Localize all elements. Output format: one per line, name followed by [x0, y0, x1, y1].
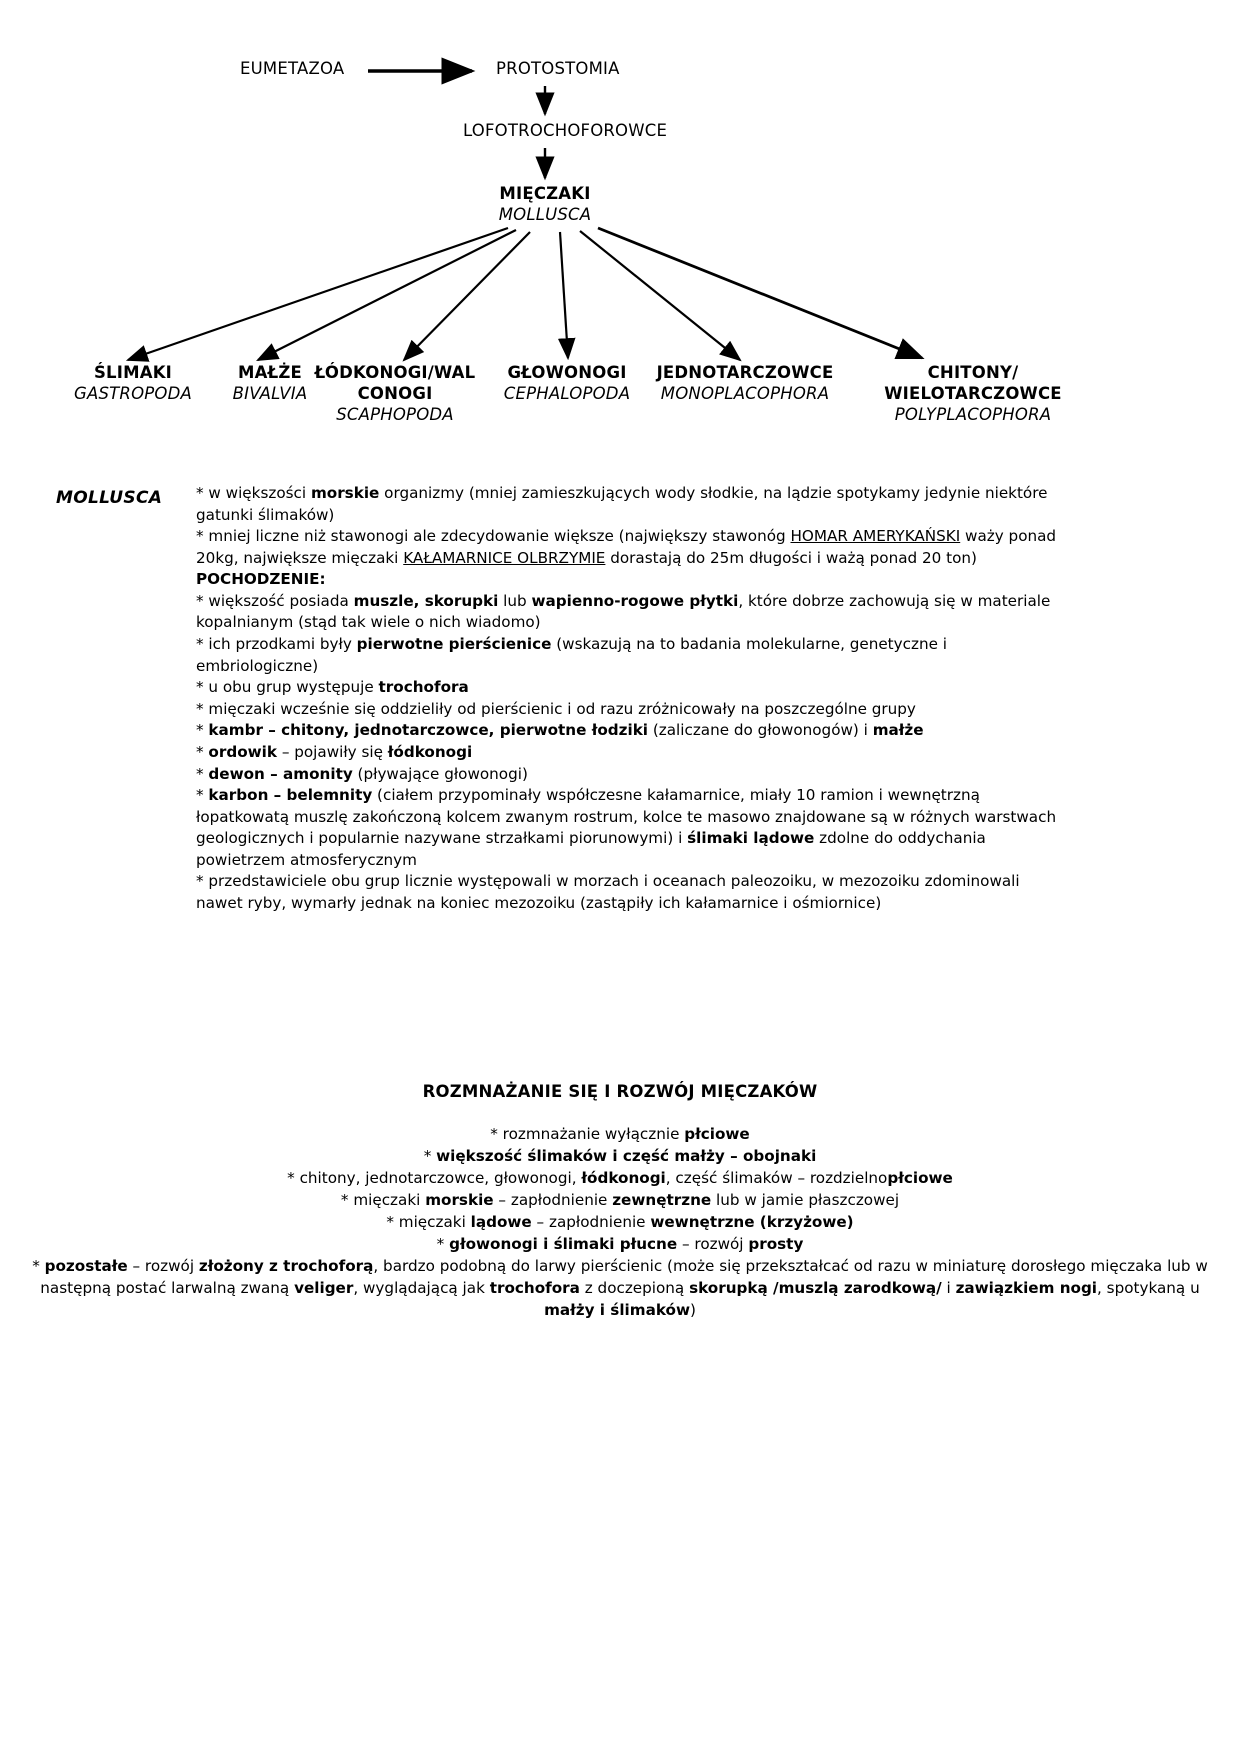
node-chitony-latin: POLYPLACOPHORA [894, 405, 1052, 425]
node-jednotarczowce: JEDNOTARCZOWCE MONOPLACOPHORA [640, 362, 850, 404]
reproduction-title: ROZMNAŻANIE SIĘ I ROZWÓJ MIĘCZAKÓW [422, 1082, 818, 1101]
text-line: * chitony, jednotarczowce, głowonogi, łó… [287, 1169, 953, 1188]
node-glowonogi: GŁOWONOGI CEPHALOPODA [472, 362, 662, 404]
node-eumetazoa-label: EUMETAZOA [240, 59, 345, 78]
text-line: * mniej liczne niż stawonogi ale zdecydo… [196, 527, 1057, 567]
node-chitony-label: CHITONY/ [927, 363, 1019, 382]
node-jednotarczowce-latin: MONOPLACOPHORA [660, 384, 830, 404]
node-jednotarczowce-label: JEDNOTARCZOWCE [656, 363, 834, 382]
node-protostomia: PROTOSTOMIA [496, 58, 620, 79]
node-glowonogi-label: GŁOWONOGI [507, 363, 627, 382]
node-slimaki: ŚLIMAKI GASTROPODA [43, 362, 223, 404]
node-slimaki-label: ŚLIMAKI [93, 363, 173, 382]
reproduction-section: ROZMNAŻANIE SIĘ I ROZWÓJ MIĘCZAKÓW * roz… [0, 1082, 1240, 1321]
node-mieczaki: MIĘCZAKI MOLLUSCA [455, 183, 635, 225]
text-line: * dewon – amonity (pływające głowonogi) [196, 764, 528, 783]
node-lodkonogi: ŁÓDKONOGI/WAL CONOGI SCAPHOPODA [300, 362, 490, 425]
text-line: * przedstawiciele obu grup licznie wystę… [196, 872, 1020, 912]
text-line: * pozostałe – rozwój złożony z trochofor… [32, 1257, 1208, 1320]
text-line: * głowonogi i ślimaki płucne – rozwój pr… [436, 1235, 804, 1254]
text-line: * mięczaki lądowe – zapłodnienie wewnętr… [386, 1213, 854, 1232]
arrow-mieczaki-slimaki [125, 226, 509, 362]
node-lodkonogi-label: ŁÓDKONOGI/WAL [314, 363, 476, 382]
mollusca-heading: MOLLUSCA [56, 488, 163, 508]
arrow-mieczaki-lodkonogi [402, 231, 531, 362]
arrow-mieczaki-glowonogi [557, 231, 576, 361]
taxonomy-diagram: EUMETAZOA PROTOSTOMIA LOFOTROCHOFOROWCE … [0, 0, 1240, 470]
node-lodkonogi-label-line2: CONOGI [357, 384, 433, 404]
text-line: * u obu grup występuje trochofora [196, 678, 469, 697]
node-lodkonogi-latin: SCAPHOPODA [336, 405, 454, 425]
text-line: * kambr – chitony, jednotarczowce, pierw… [196, 721, 924, 740]
text-line: * ich przodkami były pierwotne pierścien… [196, 635, 947, 675]
node-malze-label: MAŁŻE [237, 363, 303, 382]
text-line: * większość posiada muszle, skorupki lub… [196, 591, 1051, 632]
text-line: * mięczaki morskie – zapłodnienie zewnęt… [340, 1191, 900, 1210]
node-mieczaki-latin: MOLLUSCA [498, 205, 592, 225]
text-line: POCHODZENIE: [196, 570, 326, 589]
node-chitony: CHITONY/ WIELOTARCZOWCE POLYPLACOPHORA [858, 362, 1088, 425]
reproduction-body-text: * rozmnażanie wyłącznie płciowe * większo… [0, 1123, 1240, 1321]
node-malze: MAŁŻE BIVALVIA [180, 362, 360, 404]
node-eumetazoa: EUMETAZOA [240, 58, 344, 79]
mollusca-body-text: * w większości morskie organizmy (mniej … [196, 483, 1068, 915]
node-chitony-label-line2: WIELOTARCZOWCE [884, 384, 1062, 404]
node-lofotrochoforowce-label: LOFOTROCHOFOROWCE [463, 121, 668, 140]
arrow-mieczaki-malze [256, 229, 517, 361]
arrow-mieczaki-jednotarczowce [579, 230, 742, 362]
arrow-mieczaki-chitony [597, 226, 925, 360]
text-line: * większość ślimaków i część małży – obo… [423, 1147, 817, 1166]
text-line: * rozmnażanie wyłącznie płciowe [490, 1125, 750, 1143]
node-slimaki-latin: GASTROPODA [73, 384, 192, 404]
text-line: * karbon – belemnity (ciałem przypominał… [196, 786, 1057, 869]
text-line: * w większości morskie organizmy (mniej … [196, 484, 1048, 524]
node-mieczaki-label: MIĘCZAKI [499, 184, 591, 203]
node-glowonogi-latin: CEPHALOPODA [503, 384, 631, 404]
diagram-connectors [125, 57, 925, 362]
node-protostomia-label: PROTOSTOMIA [496, 59, 620, 78]
text-line: * mięczaki wcześnie się oddzieliły od pi… [196, 699, 916, 718]
node-malze-latin: BIVALVIA [232, 384, 308, 404]
text-line: * ordowik – pojawiły się łódkonogi [196, 742, 473, 761]
node-lofotrochoforowce: LOFOTROCHOFOROWCE [463, 120, 667, 141]
